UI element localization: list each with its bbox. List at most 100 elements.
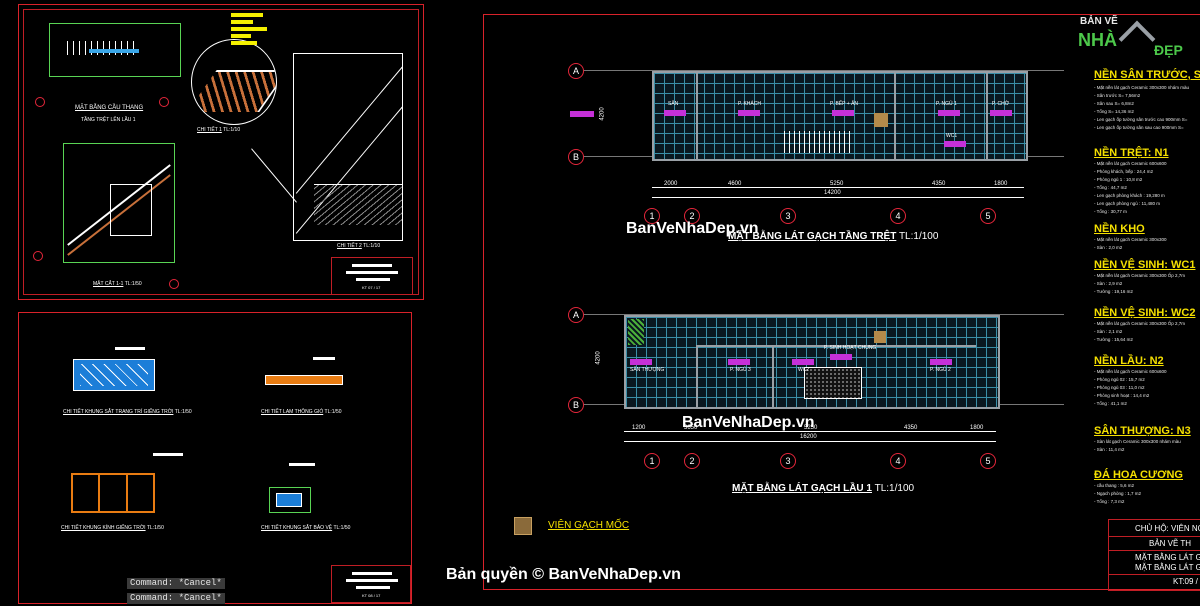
notes-line: - Tổng : 30,77 m (1094, 209, 1127, 214)
axis-line-a (584, 314, 1064, 315)
floor1-wall (772, 347, 774, 407)
ground-dim: 4600 (728, 181, 742, 187)
stair-section-rail (110, 184, 152, 236)
ground-stair (784, 131, 854, 153)
c1-title: CHI TIẾT KHUNG SẮT TRANG TRÍ GIẾNG TRỜI … (63, 409, 192, 415)
title-block-owner: CHỦ HỘ: VIÊN NG (1135, 524, 1200, 533)
mini-sheet-no: KT 07 / 17 (362, 285, 381, 290)
section-title: MẶT CẮT 1-1 TL:1/50 (93, 281, 142, 287)
floor1-height-dim: 4200 (595, 351, 602, 365)
axis-bubble-section-right (169, 279, 179, 289)
ground-total-dim-line (652, 197, 1024, 198)
notes-line: - Mặt nền lát gạch Ceramic 300x300 Ốp 2,… (1094, 273, 1186, 278)
notes-line: - Sàn : 2,9 m2 (1094, 281, 1123, 286)
notes-line: - Mặt nền lát gạch Ceramic 300x300 (1094, 237, 1167, 242)
notes-line: - Tường : 15,64 m2 (1094, 337, 1133, 342)
ground-room-label: P. KHÁCH (738, 101, 761, 107)
axis-bubble-1: 1 (644, 453, 660, 469)
detail1-label-bars (231, 13, 263, 17)
detail2-title: CHI TIẾT 2 TL:1/10 (337, 243, 381, 249)
c3-pane (100, 475, 128, 511)
floor1-dim: 5250 (804, 425, 818, 431)
ground-room-label: WC1 (946, 133, 958, 139)
ground-floor-tile-plan[interactable] (652, 71, 1028, 161)
notes-line: - Phòng ngủ 1 : 10,8 m2 (1094, 177, 1143, 182)
floor1-room-label: P. NGỦ 2 (930, 367, 951, 373)
axis-bubble-b: B (568, 149, 584, 165)
detail2-drawing[interactable] (293, 53, 403, 241)
sheet-inner-frame (23, 9, 419, 295)
notes-line: - Sàn lát gạch Ceramic 300x300 nhám màu (1094, 439, 1181, 444)
floor1-dim: 1800 (970, 425, 984, 431)
c1-frame-drawing[interactable] (73, 359, 155, 391)
logo-line2a: NHÀ (1078, 30, 1117, 50)
notes-line: - Mặt nền lát gạch Ceramic 600x600 (1094, 369, 1167, 374)
c2-louver-drawing[interactable] (265, 375, 343, 385)
c2-title: CHI TIẾT LAM THÔNG GIÓ TL:1/50 (261, 409, 342, 415)
ground-room-label: P. NGỦ 1 (936, 101, 957, 107)
title-block-sheet: KT:09 / (1173, 577, 1198, 586)
command-history-line[interactable]: Command: *Cancel* (127, 593, 225, 604)
ground-dim: 1800 (994, 181, 1008, 187)
command-history-line[interactable]: Command: *Cancel* (127, 578, 225, 589)
c4-title: CHI TIẾT KHUNG SẮT BẢO VỆ TL:1/50 (261, 525, 351, 531)
ground-room-label: P. CHỜ (992, 101, 1009, 107)
stair-plan-drawing[interactable] (49, 23, 181, 77)
notes-heading: NỀN TRỆT: N1 (1094, 147, 1169, 159)
ground-room-label: P. BẾP + ĂN (830, 101, 859, 107)
floor1-wall (696, 347, 698, 407)
notes-line: - Len gạch ốp tường sân sau cao 900mm S= (1094, 125, 1184, 130)
detail1-label-bars-3 (231, 27, 267, 31)
stair-section-drawing[interactable] (63, 143, 175, 263)
floor1-plan-title: MẶT BẰNG LÁT GẠCH LẦU 1 TL:1/100 (732, 483, 915, 494)
floor1-dim: 4350 (904, 425, 918, 431)
title-block-name: MẶT BẰNG LÁT GẠ (1135, 563, 1200, 572)
tb-divider (1109, 550, 1200, 551)
stair-plan-title: MẶT BẰNG CẦU THANG (75, 105, 144, 111)
notes-line: - Ngạch phòng : 1,7 m2 (1094, 491, 1142, 496)
c4-label-bar (289, 463, 315, 466)
room-tag (738, 110, 760, 116)
watermark-top: BanVeNhaDep.vn (626, 220, 759, 237)
tb-bar (346, 271, 398, 274)
ground-room-label: SÂN (668, 101, 679, 107)
notes-line: - Len gạch phòng khách : 19,280 m (1094, 193, 1165, 198)
detail1-label-bars-2 (231, 20, 253, 24)
detail1-circle[interactable] (191, 39, 277, 125)
sheet-steel-details[interactable]: CHI TIẾT KHUNG SẮT TRANG TRÍ GIẾNG TRỜI … (18, 312, 412, 604)
logo-line2b: ĐẸP (1154, 42, 1183, 58)
floor1-dim: 3650 (684, 425, 698, 431)
room-tag (792, 359, 814, 365)
c4-guard-drawing[interactable] (269, 487, 311, 513)
axis-bubble-1: 1 (644, 208, 660, 224)
c3-pane (73, 475, 101, 511)
notes-heading: NỀN LẦU: N2 (1094, 355, 1164, 367)
room-tag (930, 359, 952, 365)
sheet-stair-details[interactable]: MẶT BẰNG CẦU THANG TẦNG TRỆT LÊN LẦU 1 C… (18, 4, 424, 300)
title-block-name: MẶT BẰNG LÁT GẠ (1135, 553, 1200, 562)
notes-line: - Phòng khách, bếp : 24,4 m2 (1094, 169, 1154, 174)
c2-label-bar (313, 357, 335, 360)
axis-bubble-2: 2 (684, 453, 700, 469)
stair-plan-subtitle: TẦNG TRỆT LÊN LẦU 1 (81, 117, 136, 123)
detail1-label-bars-5 (231, 41, 257, 45)
ground-wall (894, 73, 896, 159)
ground-wall (696, 73, 698, 159)
notes-heading: NỀN SÂN TRƯỚC, SAU (1094, 69, 1200, 81)
notes-line: - Tổng : 41,1 m2 (1094, 401, 1127, 406)
title-block[interactable]: CHỦ HỘ: VIÊN NG BẢN VẼ TH MẶT BẰNG LÁT G… (1108, 519, 1200, 591)
axis-bubble-5: 5 (980, 453, 996, 469)
house-roof (1118, 20, 1156, 58)
c3-pane (128, 475, 153, 511)
notes-line: - Phòng ngủ 03 : 11,0 m2 (1094, 385, 1145, 390)
sheet-tile-plans[interactable]: A B 4200 SÂN P. KHÁCH P. BẾP + ĂN P. NGỦ… (483, 14, 1200, 591)
brand-logo: BẢN VẼ NHÀ ĐẸP (1076, 12, 1194, 58)
axis-bubble-4: 4 (890, 453, 906, 469)
ground-dim: 4350 (932, 181, 946, 187)
notes-heading: SÂN THƯỢNG: N3 (1094, 425, 1191, 437)
detail1-steps (192, 70, 276, 112)
stair-plan-band (89, 49, 139, 53)
tb-bar (346, 579, 398, 582)
ground-dim: 2000 (664, 181, 678, 187)
c3-glass-frame-drawing[interactable] (71, 473, 155, 513)
